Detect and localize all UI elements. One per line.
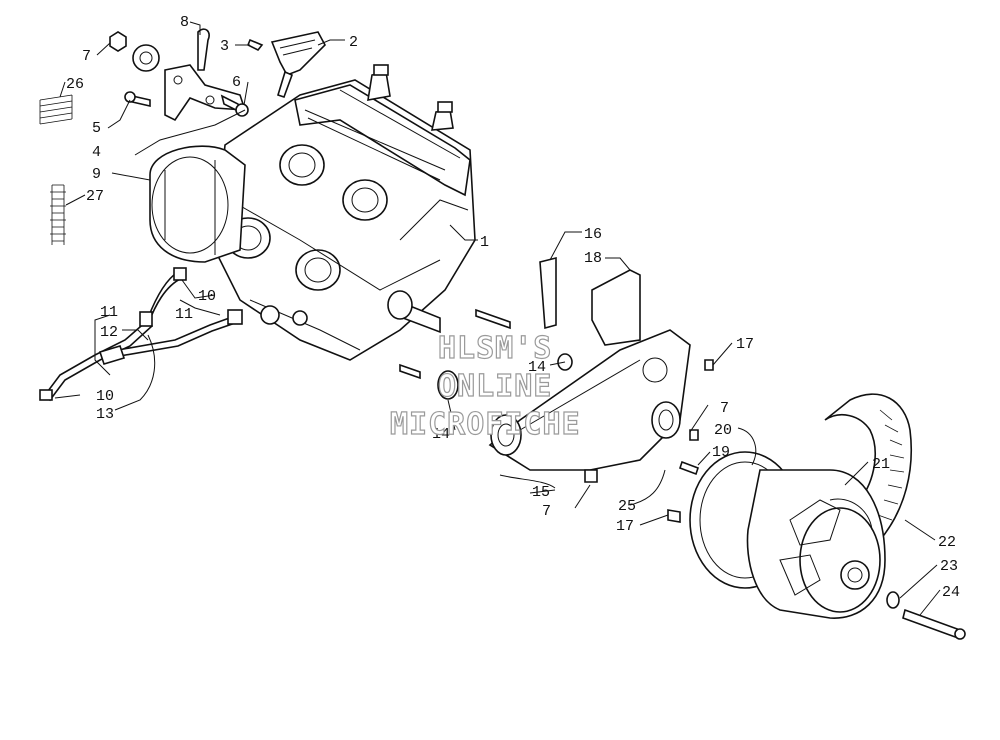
callout-24: 24	[942, 584, 960, 601]
callout-15: 15	[532, 484, 550, 501]
callout-7-bottom: 7	[542, 503, 551, 520]
callout-7-right: 7	[720, 400, 729, 417]
watermark-line-1: HLSM'S	[438, 331, 552, 366]
callout-25: 25	[618, 498, 636, 515]
callout-18: 18	[584, 250, 602, 267]
engine-assembly	[214, 64, 476, 361]
callout-22: 22	[938, 534, 956, 551]
mounting-plate	[399, 256, 714, 523]
callout-21: 21	[872, 456, 890, 473]
callout-6: 6	[232, 74, 241, 91]
callout-9: 9	[92, 166, 101, 183]
callout-4: 4	[92, 144, 101, 161]
drive-clutch-and-belt	[689, 393, 966, 640]
callout-10-upper: 10	[198, 288, 216, 305]
callout-2: 2	[349, 34, 358, 51]
callout-7-top: 7	[82, 48, 91, 65]
callout-labels: 1 2 3 4 5 6 7 7 7 8 9 10 10 11 11 12 13 …	[66, 14, 960, 601]
callout-20: 20	[714, 422, 732, 439]
callout-23: 23	[940, 558, 958, 575]
callout-8: 8	[180, 14, 189, 31]
callout-12: 12	[100, 324, 118, 341]
callout-19: 19	[712, 444, 730, 461]
callout-11-left: 11	[100, 304, 118, 321]
callout-13: 13	[96, 406, 114, 423]
callout-27: 27	[86, 188, 104, 205]
watermark-line-3: MICROFICHE	[390, 407, 581, 442]
recoil-housing	[149, 145, 246, 263]
callout-5: 5	[92, 120, 101, 137]
watermark-line-2: ONLINE	[438, 369, 552, 404]
callout-1: 1	[480, 234, 489, 251]
callout-17-right: 17	[736, 336, 754, 353]
fuel-lines	[39, 267, 243, 402]
leader-lines	[54, 21, 941, 616]
watermark: HLSM'S ONLINE MICROFICHE	[389, 330, 581, 442]
callout-14-upper: 14	[528, 359, 546, 376]
callout-3: 3	[220, 38, 229, 55]
callout-10-lower: 10	[96, 388, 114, 405]
callout-17-bottom: 17	[616, 518, 634, 535]
starter-handle	[270, 31, 326, 99]
callout-14-lower: 14	[432, 426, 450, 443]
callout-26: 26	[66, 76, 84, 93]
top-left-small-parts	[39, 28, 264, 245]
callout-16: 16	[584, 226, 602, 243]
callout-11-right: 11	[175, 306, 193, 323]
